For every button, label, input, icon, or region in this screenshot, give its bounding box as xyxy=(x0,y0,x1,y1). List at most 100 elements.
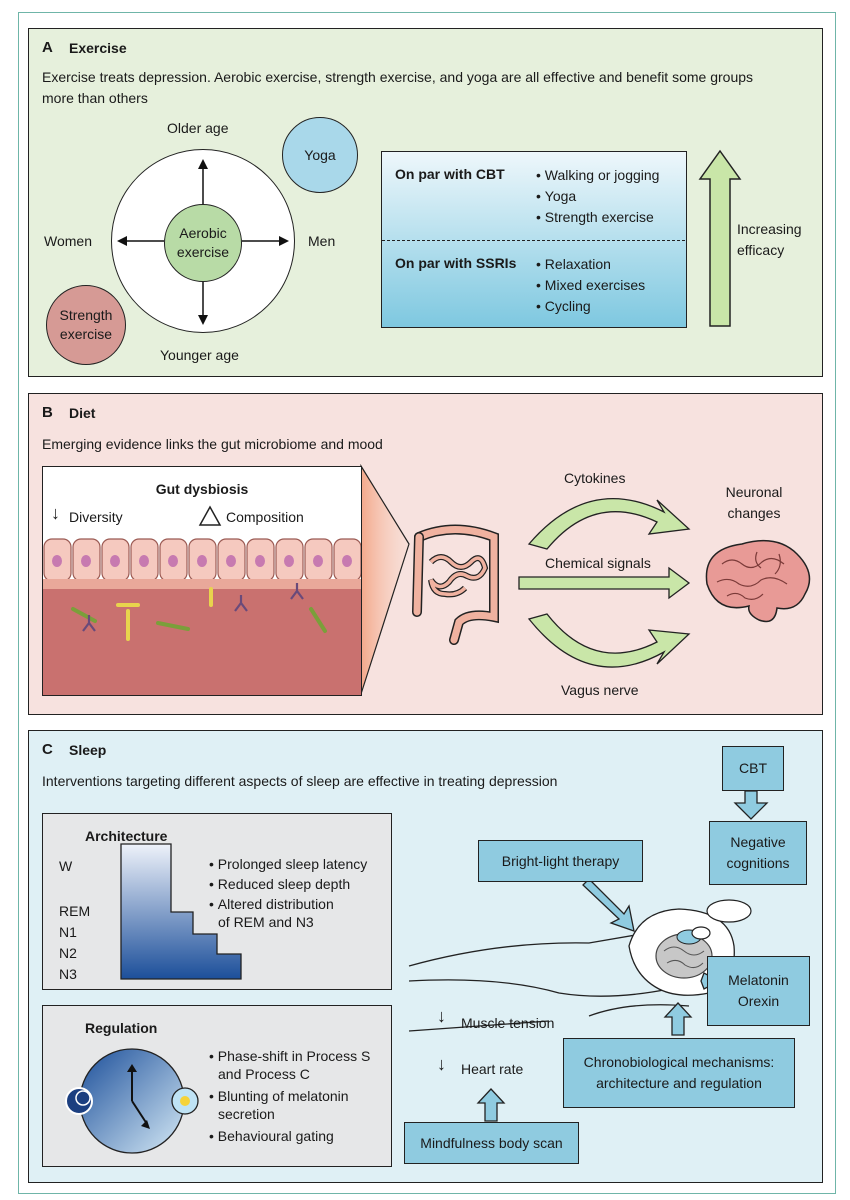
list-item: Walking or jogging xyxy=(536,165,660,186)
strength-label: Strength xyxy=(59,307,113,323)
cbt-header: On par with CBT xyxy=(395,166,505,182)
bright-light-arrow xyxy=(582,878,635,932)
efficacy-label-line: Increasing xyxy=(737,221,802,237)
bright-light-therapy-box: Bright-light therapy xyxy=(478,840,643,882)
triangle-icon xyxy=(198,505,222,526)
list-item: Reduced sleep depth xyxy=(209,874,367,894)
panel-title: Sleep xyxy=(69,742,107,758)
negative-label: Negative xyxy=(730,834,786,850)
stage-label: N2 xyxy=(59,945,77,961)
muscle-tension-label: Muscle tension xyxy=(461,1015,555,1031)
axis-label-men: Men xyxy=(308,233,336,249)
brain-icon xyxy=(705,539,811,623)
mindfulness-arrow xyxy=(476,1088,506,1122)
axis-label-younger: Younger age xyxy=(160,347,239,363)
architecture-box: Architecture W REM N1 N2 N3 Prolonged sl… xyxy=(42,813,392,990)
ssri-list: Relaxation Mixed exercises Cycling xyxy=(536,254,645,317)
zoom-wedge xyxy=(360,463,691,695)
negative-label: cognitions xyxy=(726,855,790,871)
chronobiological-box: Chronobiological mechanisms:architecture… xyxy=(563,1038,795,1108)
chemical-arrow xyxy=(518,566,691,600)
panel-subtitle: Exercise treats depression. Aerobic exer… xyxy=(42,67,753,109)
list-item: Relaxation xyxy=(536,254,645,275)
dysbiosis-title: Gut dysbiosis xyxy=(155,481,249,497)
cell-nucleus xyxy=(81,555,91,567)
list-item-continuation: and Process C xyxy=(218,1066,310,1082)
gut-tissue-illustration xyxy=(43,538,361,695)
heart-rate-label: Heart rate xyxy=(461,1061,524,1077)
stage-label: W xyxy=(59,858,73,874)
panel-exercise: A Exercise Exercise treats depression. A… xyxy=(28,28,823,377)
regulation-list: Blunting of melatonin xyxy=(209,1086,349,1106)
efficacy-label: Increasing efficacy xyxy=(737,219,802,261)
regulation-list: Phase-shift in Process S xyxy=(209,1046,371,1066)
subtitle-line: more than others xyxy=(42,90,148,106)
list-item: Phase-shift in Process S xyxy=(209,1046,371,1066)
chemical-signals-label: Chemical signals xyxy=(545,555,651,571)
yoga-circle: Yoga xyxy=(282,117,358,193)
vagus-arrow xyxy=(527,613,691,668)
panel-sleep: C Sleep Interventions targeting differen… xyxy=(28,730,823,1183)
cell-nucleus xyxy=(284,555,294,567)
intestine-icon xyxy=(412,524,499,645)
composition-label: Composition xyxy=(226,509,304,525)
panel-letter: B xyxy=(42,404,53,421)
panel-title: Diet xyxy=(69,405,96,421)
cell-nucleus xyxy=(313,555,323,567)
panel-letter: C xyxy=(42,741,53,758)
regulation-title: Regulation xyxy=(85,1020,158,1036)
cytokines-label: Cytokines xyxy=(564,470,626,486)
cell-nucleus xyxy=(139,555,149,567)
stage-label: N3 xyxy=(59,966,77,982)
stage-label: N1 xyxy=(59,924,77,940)
architecture-list: Prolonged sleep latency Reduced sleep de… xyxy=(209,854,367,914)
aerobic-label: Aerobic xyxy=(179,225,227,241)
list-item: Altered distribution xyxy=(209,894,367,914)
cell-nucleus xyxy=(255,555,265,567)
stage-label: REM xyxy=(59,903,91,919)
cytokines-arrow xyxy=(527,498,691,550)
cell-nucleus xyxy=(168,555,178,567)
cell-nucleus xyxy=(226,555,236,567)
axis-label-women: Women xyxy=(44,233,92,249)
list-item: Yoga xyxy=(536,186,659,207)
chrono-label: Chronobiological mechanisms: xyxy=(583,1054,775,1070)
gut-dysbiosis-box: Gut dysbiosis ↓ Diversity Composition xyxy=(42,466,362,696)
efficacy-arrow xyxy=(698,149,742,327)
down-arrow-icon: ↓ xyxy=(51,503,60,523)
cbt-list: Walking or jogging Yoga Strength exercis… xyxy=(536,165,660,228)
list-item: Cycling xyxy=(536,296,645,317)
list-item: Prolonged sleep latency xyxy=(209,854,367,874)
list-item: Behavioural gating xyxy=(209,1126,334,1146)
cbt-arrow xyxy=(733,790,769,820)
cbt-box: CBT xyxy=(722,746,784,791)
vagus-nerve-label: Vagus nerve xyxy=(561,682,639,698)
cell-nucleus xyxy=(110,555,120,567)
panel-title: Exercise xyxy=(69,40,127,56)
panel-letter: A xyxy=(42,39,53,56)
diversity-label: Diversity xyxy=(69,509,123,525)
list-item-continuation: of REM and N3 xyxy=(218,914,314,930)
chrono-arrow xyxy=(663,1002,693,1036)
panel-subtitle: Interventions targeting different aspect… xyxy=(42,773,558,789)
list-item: Strength exercise xyxy=(536,207,659,228)
cell-nucleus xyxy=(52,555,62,567)
figure-frame xyxy=(18,12,836,1194)
subtitle-line: Exercise treats depression. Aerobic exer… xyxy=(42,69,754,85)
panel-diet: B Diet Emerging evidence links the gut m… xyxy=(28,393,823,715)
neuronal-label-line: changes xyxy=(727,505,781,521)
regulation-box: Regulation Phase-shift in Process S and … xyxy=(42,1005,392,1167)
list-item: Blunting of melatonin xyxy=(209,1086,349,1106)
down-arrow-icon: ↓ xyxy=(437,1006,446,1026)
hypnogram xyxy=(120,843,242,980)
yoga-label: Yoga xyxy=(304,146,336,163)
table-divider xyxy=(382,240,685,241)
neuronal-changes-label: Neuronal changes xyxy=(709,482,799,524)
architecture-title: Architecture xyxy=(85,828,168,844)
mindfulness-body-scan-box: Mindfulness body scan xyxy=(404,1122,579,1164)
efficacy-label-line: efficacy xyxy=(737,242,785,258)
aerobic-label: exercise xyxy=(176,244,230,260)
orexin-label: Orexin xyxy=(737,993,780,1009)
